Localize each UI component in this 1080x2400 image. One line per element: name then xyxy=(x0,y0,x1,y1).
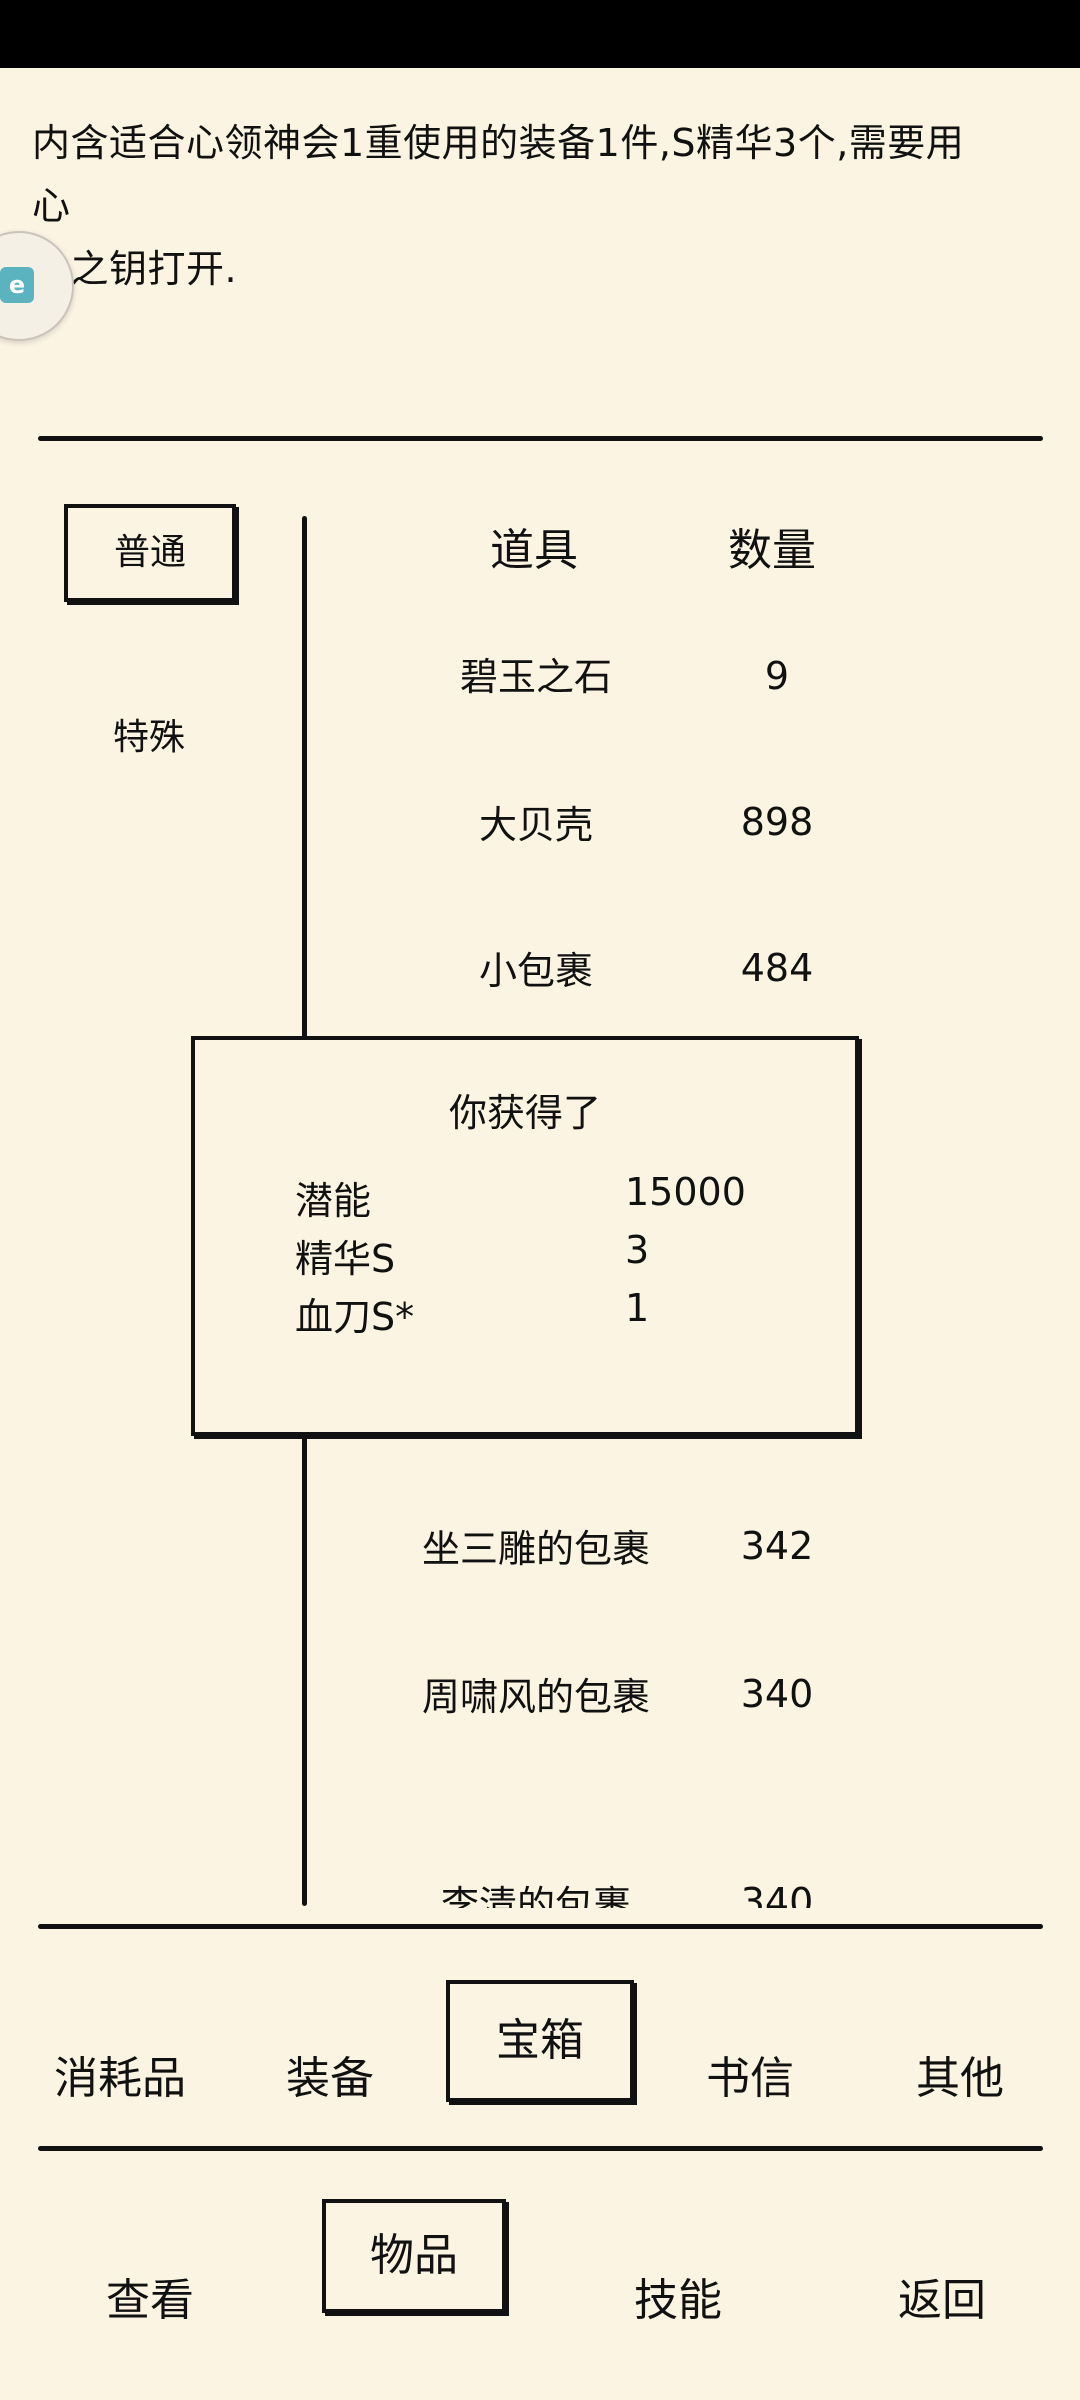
list-scroll-clip: 李清的包裹 340 xyxy=(320,1820,920,1908)
nav-items-label: 物品 xyxy=(370,2230,458,2281)
item-quantity: 342 xyxy=(740,1524,814,1568)
tab-letters-label: 书信 xyxy=(706,2053,794,2104)
item-name: 小包裹 xyxy=(478,949,593,993)
reward-name: 血刀S* xyxy=(295,1295,415,1339)
tab-consumables-label: 消耗品 xyxy=(54,2053,186,2104)
reward-name: 精华S xyxy=(295,1237,396,1281)
reward-name: 潜能 xyxy=(295,1179,372,1223)
tab-other-label: 其他 xyxy=(916,2053,1004,2104)
nav-skills-label: 技能 xyxy=(634,2275,722,2326)
header-quantity: 数量 xyxy=(728,525,816,576)
description-line-1: 内含适合心领神会1重使用的装备1件,S精华3个,需要用心 xyxy=(32,121,965,228)
top-divider xyxy=(38,436,1043,441)
item-name: 周啸风的包裹 xyxy=(421,1675,650,1719)
tab-equipment[interactable]: 装备 xyxy=(250,2042,410,2106)
item-quantity: 340 xyxy=(740,1672,814,1716)
reward-popup[interactable]: 你获得了 潜能 15000 精华S 3 血刀S* 1 xyxy=(191,1036,859,1436)
bottom-divider xyxy=(38,2146,1043,2151)
item-quantity: 484 xyxy=(740,946,814,990)
tab-treasure-chest[interactable]: 宝箱 xyxy=(446,1980,634,2102)
app-logo-icon: e xyxy=(0,267,34,303)
tab-other[interactable]: 其他 xyxy=(880,2042,1040,2106)
tab-letters[interactable]: 书信 xyxy=(670,2042,830,2106)
category-normal-label: 普通 xyxy=(113,532,186,573)
reward-value: 15000 xyxy=(625,1170,746,1214)
item-quantity: 340 xyxy=(740,1880,814,1908)
tab-equipment-label: 装备 xyxy=(286,2053,374,2104)
category-special-label: 特殊 xyxy=(112,717,185,758)
nav-back[interactable]: 返回 xyxy=(862,2264,1022,2328)
item-name: 大贝壳 xyxy=(478,803,593,847)
middle-divider xyxy=(38,1924,1043,1929)
item-name: 坐三雕的包裹 xyxy=(421,1527,650,1571)
popup-title: 你获得了 xyxy=(448,1091,601,1135)
item-name: 碧玉之石 xyxy=(459,655,612,699)
category-special[interactable]: 特殊 xyxy=(64,708,234,768)
reward-value: 3 xyxy=(625,1228,650,1272)
game-screen: 内含适合心领神会1重使用的装备1件,S精华3个,需要用心 一之钥打开. e 普通… xyxy=(0,68,1080,2400)
item-description: 内含适合心领神会1重使用的装备1件,S精华3个,需要用心 一之钥打开. xyxy=(32,112,992,301)
nav-view[interactable]: 查看 xyxy=(70,2264,230,2328)
item-name: 李清的包裹 xyxy=(440,1883,631,1908)
tab-treasure-chest-label: 宝箱 xyxy=(496,2015,584,2066)
item-quantity: 898 xyxy=(740,800,814,844)
header-item: 道具 xyxy=(490,525,578,576)
tab-consumables[interactable]: 消耗品 xyxy=(40,2042,200,2106)
nav-view-label: 查看 xyxy=(106,2275,194,2326)
nav-items[interactable]: 物品 xyxy=(322,2199,506,2313)
nav-skills[interactable]: 技能 xyxy=(598,2264,758,2328)
description-line-2: 一之钥打开. xyxy=(32,247,238,291)
item-quantity: 9 xyxy=(764,654,790,698)
nav-back-label: 返回 xyxy=(898,2275,986,2326)
reward-value: 1 xyxy=(625,1286,650,1330)
category-normal[interactable]: 普通 xyxy=(64,504,236,602)
